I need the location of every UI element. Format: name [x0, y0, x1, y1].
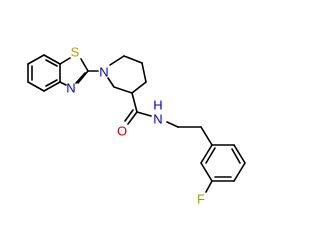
bond: [127, 111, 138, 125]
bond: [27, 54, 45, 65]
amide-hydrogen-label: H: [153, 98, 162, 113]
bond: [124, 109, 134, 122]
bond: [27, 81, 45, 92]
bond: [131, 81, 147, 94]
atom-labels: S N N O N H F: [66, 45, 205, 207]
bond: [45, 79, 58, 87]
bond: [59, 81, 67, 86]
fluorine-label: F: [197, 192, 205, 207]
bond: [107, 77, 115, 88]
bond: [109, 55, 125, 66]
bond: [200, 162, 213, 182]
piperidine-nitrogen-label: N: [99, 65, 108, 80]
bond: [166, 121, 179, 128]
bond: [233, 162, 246, 182]
amide-nitrogen-label: N: [153, 112, 162, 127]
bond: [123, 55, 143, 64]
bond: [233, 144, 246, 164]
bond: [200, 144, 213, 164]
molecule-drawing: S N N O N H F: [27, 45, 246, 207]
bond: [59, 57, 71, 65]
bond: [205, 147, 216, 164]
thiazole-nitrogen-label: N: [66, 81, 75, 96]
bond: [136, 111, 152, 117]
bond: [141, 62, 147, 83]
bond: [80, 58, 89, 72]
bond: [75, 72, 86, 84]
bond: [45, 59, 58, 67]
bond: [131, 92, 138, 113]
bond: [231, 148, 241, 164]
bond: [43, 54, 61, 65]
bond: [77, 70, 89, 84]
bond: [205, 180, 213, 193]
bond: [43, 81, 61, 92]
structure-diagram: S N N O N H F: [27, 44, 246, 207]
bonds: [27, 54, 246, 193]
carbonyl-oxygen-label: O: [117, 124, 127, 139]
bond: [113, 86, 133, 94]
bond: [200, 126, 213, 146]
sulfur-label: S: [71, 45, 80, 60]
